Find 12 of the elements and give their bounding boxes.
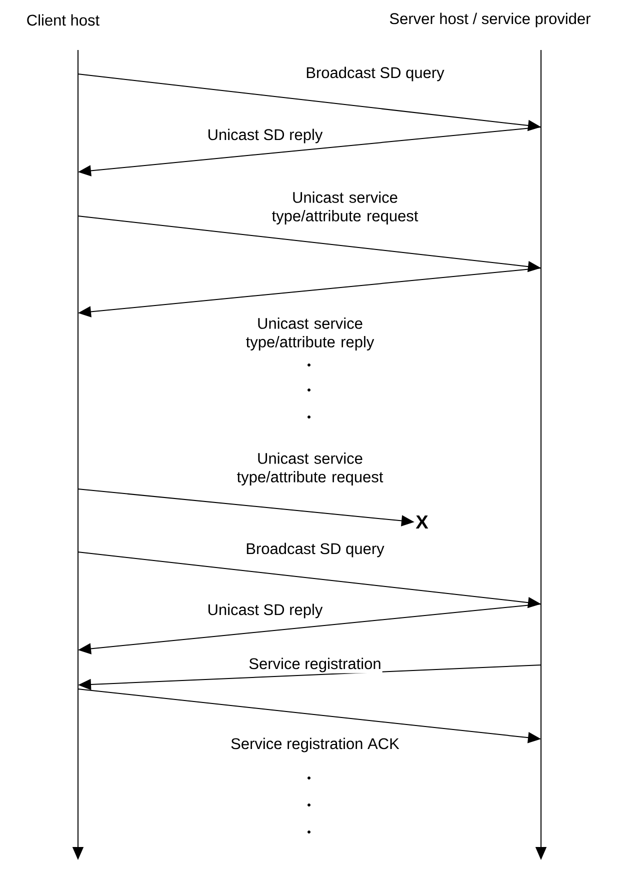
edge-label: Unicast service type/attribute request bbox=[237, 452, 384, 486]
edge-label: Unicast SD reply bbox=[208, 128, 323, 144]
lifeline-header: Client host bbox=[27, 14, 100, 26]
edge-label: Broadcast SD query bbox=[246, 542, 384, 558]
edge-label: Service registration bbox=[249, 658, 380, 672]
edge-label: Service registration ACK bbox=[231, 738, 400, 752]
edge-label: Unicast service type/attribute reply bbox=[246, 318, 374, 350]
lost-message-mark: X bbox=[416, 515, 428, 529]
edge-label: Unicast SD reply bbox=[208, 604, 323, 618]
edge-label: Unicast service type/attribute request bbox=[272, 192, 418, 224]
edge-label: Broadcast SD query bbox=[306, 66, 444, 82]
lifeline-header: Server host / service provider bbox=[390, 12, 590, 28]
